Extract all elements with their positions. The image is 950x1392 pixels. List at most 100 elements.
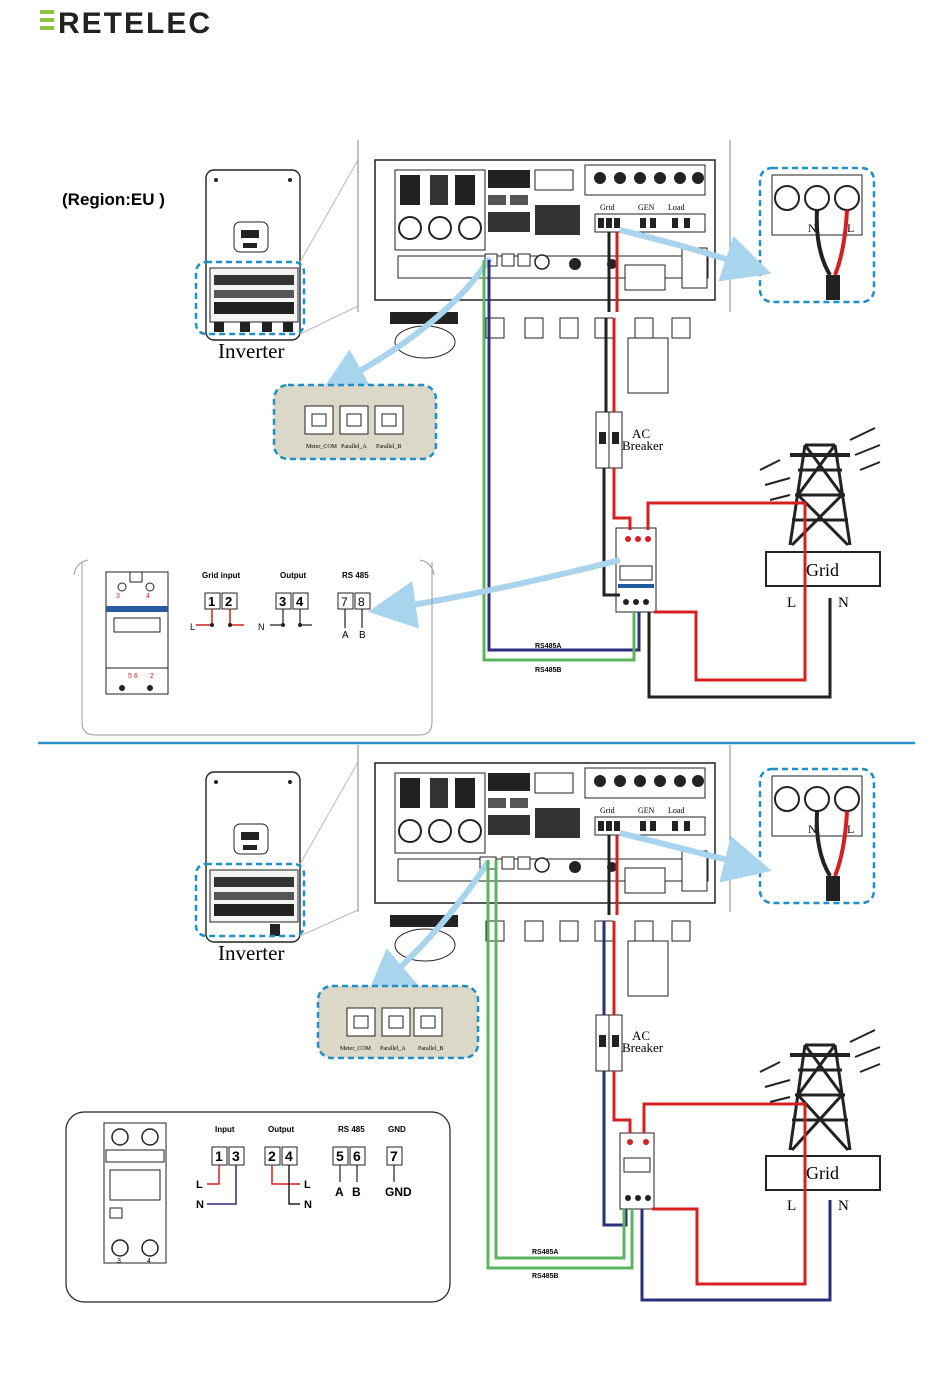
brand-logo: RETELEC [40, 7, 212, 40]
wires-bottom [486, 835, 832, 1302]
header-rs485-top: RS 485 [342, 571, 369, 580]
zoom-n-label-bottom: N [808, 822, 817, 836]
pin-5-bottom: 5 [336, 1148, 344, 1164]
port-parallel-a-bottom: Parallel_A [380, 1046, 406, 1052]
meter-b-top: B [359, 630, 366, 641]
pin-4-bottom: 4 [285, 1148, 293, 1164]
port-meter-com-top: Meter_COM [306, 444, 338, 450]
meter-l-in-bottom: L [196, 1179, 203, 1191]
arrow-grid-zoom-top [619, 227, 772, 282]
header-rs485-bottom: RS 485 [338, 1125, 365, 1134]
grid-box-bottom [765, 1155, 881, 1191]
header-output-bottom: Output [268, 1125, 295, 1134]
power-tower-top [759, 427, 881, 547]
cable-glands-top [390, 312, 691, 394]
meter-n-out-bottom: N [304, 1199, 312, 1211]
inverter-label-top: Inverter [218, 339, 284, 363]
inverter-label-bottom: Inverter [218, 941, 284, 965]
wires-top [482, 232, 832, 699]
meter-l-top: L [190, 622, 195, 632]
rs485a-label-bottom: RS485A [532, 1249, 558, 1256]
ac-breaker-top: AC Breaker [595, 411, 664, 469]
pin-3-top: 3 [279, 594, 286, 609]
grid-n-bottom: N [838, 1198, 849, 1214]
rs485b-label-bottom: RS485B [532, 1273, 558, 1280]
pin-3-bottom: 3 [232, 1148, 240, 1164]
port-parallel-b-bottom: Parallel_B [418, 1046, 443, 1052]
port-parallel-a-top: Parallel_A [341, 444, 367, 450]
inverter-small-bottom [205, 771, 301, 943]
device-num-56-top: 5 6 [128, 673, 138, 680]
zoom-l-label-top: L [847, 221, 854, 235]
grid-n-top: N [838, 595, 849, 611]
meter-detail-bottom: 3 4 Input Output RS 485 GND 1 3 2 4 5 6 … [65, 1111, 451, 1303]
header-output-top: Output [280, 571, 307, 580]
meter-a-bottom: A [335, 1185, 344, 1199]
pin-1-bottom: 1 [215, 1148, 223, 1164]
logo-text: RETELEC [58, 7, 212, 40]
meter-n-in-bottom: N [196, 1199, 204, 1211]
pin-7-bottom: 7 [390, 1148, 398, 1164]
arrow-ports-top [319, 256, 493, 394]
header-input-bottom: Input [215, 1125, 235, 1134]
terminal-load-label-bottom: Load [668, 806, 684, 815]
meter-n-top: N [258, 622, 265, 632]
inverter-highlight-top [194, 260, 306, 336]
inverter-panel-top: Grid GEN Load [374, 159, 716, 301]
meter-b-bottom: B [352, 1185, 361, 1199]
terminal-grid-label-top: Grid [600, 203, 615, 212]
device-num-3-bottom: 3 [117, 1258, 121, 1265]
device-num-2-top: 2 [150, 673, 154, 680]
meter-l-out-bottom: L [304, 1179, 311, 1191]
grid-terminal-zoom-bottom: N L [758, 767, 876, 905]
port-meter-com-bottom: Meter_COM [340, 1046, 372, 1052]
zoom-l-label-bottom: L [847, 822, 854, 836]
grid-label-bottom: Grid [806, 1163, 839, 1183]
terminal-gen-label-top: GEN [638, 203, 655, 212]
ac-label-top: AC [632, 426, 650, 441]
pin-2-bottom: 2 [268, 1148, 276, 1164]
terminal-gen-label-bottom: GEN [638, 806, 655, 815]
energy-meter-bottom [619, 1132, 655, 1210]
pin-8-top: 8 [358, 595, 365, 609]
pin-7-top: 7 [341, 595, 348, 609]
terminal-load-label-top: Load [668, 203, 684, 212]
device-num-4-top: 4 [146, 593, 150, 600]
terminal-grid-label-bottom: Grid [600, 806, 615, 815]
port-parallel-b-top: Parallel_B [376, 444, 401, 450]
arrow-grid-zoom-bottom [619, 830, 772, 883]
device-num-4-bottom: 4 [147, 1258, 151, 1265]
rs485a-label-top: RS485A [535, 643, 561, 650]
ac-breaker-bottom: AC Breaker [595, 1014, 664, 1072]
breaker-label-top: Breaker [622, 438, 664, 453]
energy-meter-top [615, 527, 657, 613]
grid-label-top: Grid [806, 560, 839, 580]
power-tower-bottom [759, 1029, 881, 1152]
inverter-small-top [205, 169, 301, 341]
header-gnd-bottom: GND [388, 1125, 406, 1134]
arrow-ports-bottom [365, 860, 491, 998]
port-box-top: Meter_COM Parallel_A Parallel_B [272, 383, 438, 461]
header-grid-input-top: Grid input [202, 571, 241, 580]
pin-4-top: 4 [296, 594, 304, 609]
region-label: (Region:EU ) [62, 190, 165, 209]
inverter-highlight-bottom [194, 862, 306, 938]
meter-a-top: A [342, 630, 349, 641]
grid-l-bottom: L [787, 1198, 796, 1214]
grid-l-top: L [787, 595, 796, 611]
rs485b-label-top: RS485B [535, 667, 561, 674]
breaker-label-bottom: Breaker [622, 1040, 664, 1055]
arrow-meter-top [368, 557, 621, 629]
inverter-panel-bottom: Grid GEN Load [374, 762, 716, 904]
meter-detail-top: 3 4 5 6 2 Grid input Output RS 485 1 2 3… [73, 559, 435, 736]
meter-gnd-bottom: GND [385, 1185, 412, 1199]
grid-terminal-zoom-top: N L [758, 166, 876, 304]
zoom-n-label-top: N [808, 221, 817, 235]
device-num-3-top: 3 [116, 593, 120, 600]
pin-1-top: 1 [208, 594, 215, 609]
port-box-bottom: Meter_COM Parallel_A Parallel_B [316, 984, 480, 1060]
ac-label-bottom: AC [632, 1028, 650, 1043]
grid-box-top [765, 551, 881, 587]
pin-2-top: 2 [225, 594, 232, 609]
